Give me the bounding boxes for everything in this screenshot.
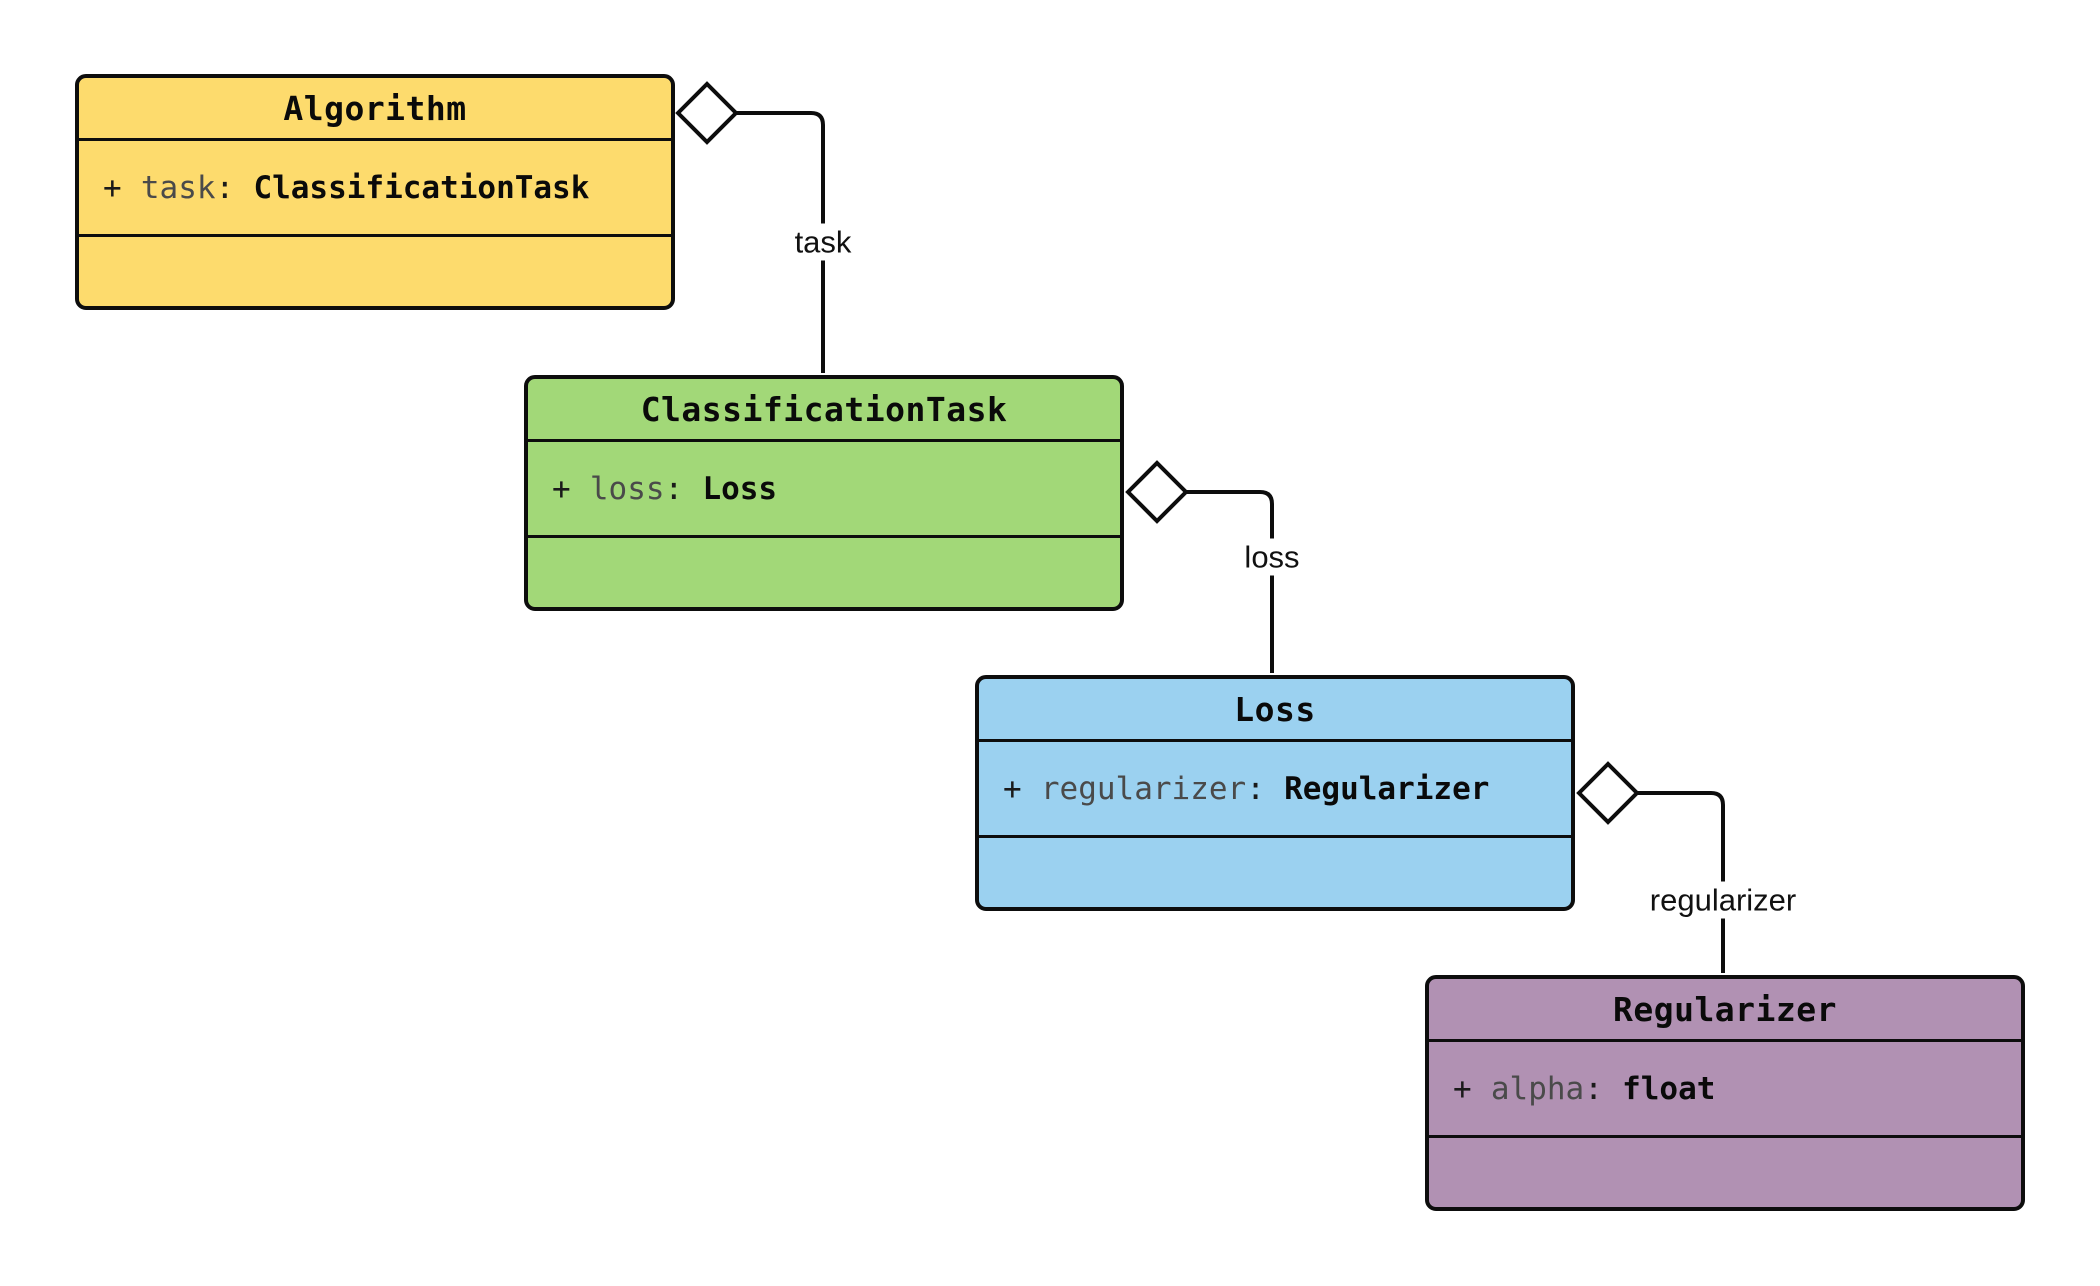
- class-methods-row-empty: [979, 838, 1571, 907]
- class-box-classificationtask: ClassificationTask + loss: Loss: [524, 375, 1124, 611]
- attribute-visibility: +: [552, 470, 571, 507]
- relation-line-loss: [1186, 490, 1274, 673]
- class-title: Regularizer: [1429, 979, 2021, 1042]
- attribute-visibility: +: [103, 169, 122, 206]
- attribute-type: Loss: [702, 470, 778, 507]
- attribute-visibility: +: [1453, 1070, 1472, 1107]
- relation-line-regularizer: [1637, 791, 1725, 973]
- class-title: ClassificationTask: [528, 379, 1120, 442]
- class-methods-row-empty: [1429, 1138, 2021, 1207]
- attribute-colon: :: [1584, 1070, 1603, 1107]
- attribute-type: Regularizer: [1284, 770, 1490, 807]
- class-attribute-row: + loss: Loss: [528, 442, 1120, 538]
- class-attribute-row: + alpha: float: [1429, 1042, 2021, 1138]
- relation-line-task: [736, 111, 825, 373]
- class-title: Loss: [979, 679, 1571, 742]
- attribute-type: float: [1622, 1070, 1716, 1107]
- attribute-name: loss: [589, 470, 665, 507]
- class-box-loss: Loss + regularizer: Regularizer: [975, 675, 1575, 911]
- relation-label-task: task: [785, 223, 861, 261]
- class-box-regularizer: Regularizer + alpha: float: [1425, 975, 2025, 1211]
- attribute-name: regularizer: [1040, 770, 1247, 807]
- attribute-name: task: [140, 169, 216, 206]
- attribute-name: alpha: [1490, 1070, 1585, 1107]
- attribute-colon: :: [1246, 770, 1265, 807]
- class-attribute-row: + regularizer: Regularizer: [979, 742, 1571, 838]
- class-methods-row-empty: [79, 237, 671, 306]
- aggregation-diamond-icon: [1576, 761, 1640, 825]
- attribute-colon: :: [664, 470, 684, 507]
- class-box-algorithm: Algorithm + task: ClassificationTask: [75, 74, 675, 310]
- attribute-visibility: +: [1003, 770, 1022, 807]
- aggregation-diamond-icon: [1125, 460, 1189, 524]
- aggregation-diamond-icon: [675, 81, 739, 145]
- attribute-type: ClassificationTask: [253, 169, 590, 206]
- relation-label-loss: loss: [1235, 538, 1309, 576]
- class-attribute-row: + task: ClassificationTask: [79, 141, 671, 237]
- class-methods-row-empty: [528, 538, 1120, 607]
- class-title: Algorithm: [79, 78, 671, 141]
- attribute-colon: :: [215, 169, 235, 206]
- relation-label-regularizer: regularizer: [1640, 881, 1806, 919]
